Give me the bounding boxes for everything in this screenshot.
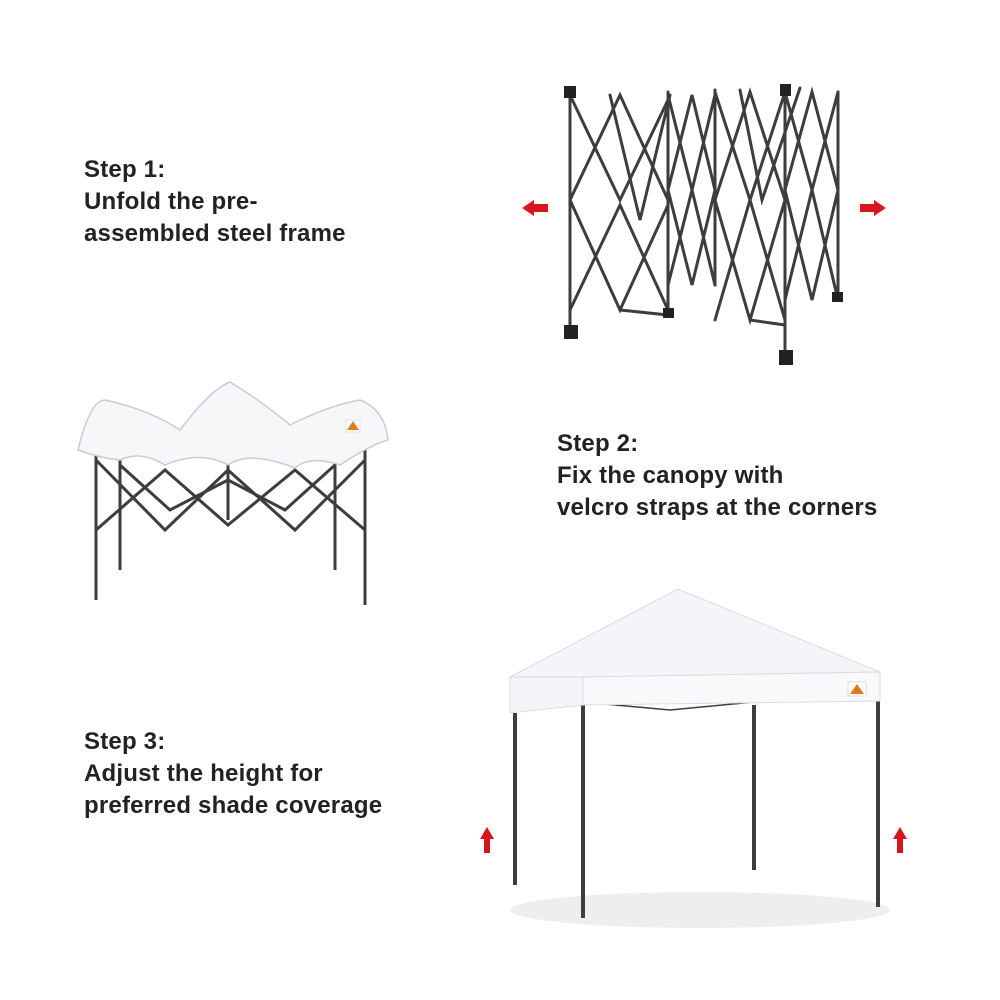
step-1-heading: Step 1:	[84, 156, 166, 183]
canopy-fabric	[77, 381, 389, 469]
arrow-up-icon	[480, 827, 494, 853]
steel-frame-illustration	[522, 84, 886, 365]
canopy-valance-left	[509, 676, 584, 714]
raised-tent-illustration	[480, 588, 907, 928]
ground-shadow	[510, 892, 890, 928]
step-1-line-2: assembled steel frame	[84, 220, 346, 247]
arrow-left-icon	[522, 200, 548, 216]
step-1-text: Step 1: Unfold the pre- assembled steel …	[84, 154, 346, 250]
step-2-heading: Step 2:	[557, 430, 639, 457]
step-3-text: Step 3: Adjust the height for preferred …	[84, 726, 382, 822]
step-3-line-1: Adjust the height for	[84, 760, 323, 787]
step-2-text: Step 2: Fix the canopy with velcro strap…	[557, 428, 877, 524]
canopy-valance-front	[582, 671, 881, 706]
step-3-line-2: preferred shade coverage	[84, 792, 383, 819]
step-1-line-1: Unfold the pre-	[84, 188, 258, 215]
step-2-line-2: velcro straps at the corners	[557, 494, 878, 521]
brand-logo	[847, 681, 867, 697]
arrow-up-icon	[893, 827, 907, 853]
arrow-right-icon	[860, 200, 886, 216]
folded-canopy-illustration	[77, 381, 389, 605]
canopy-roof	[509, 588, 881, 678]
step-2-line-1: Fix the canopy with	[557, 462, 784, 489]
brand-logo	[345, 419, 361, 433]
frame-feet	[564, 84, 843, 365]
step-3-heading: Step 3:	[84, 728, 166, 755]
